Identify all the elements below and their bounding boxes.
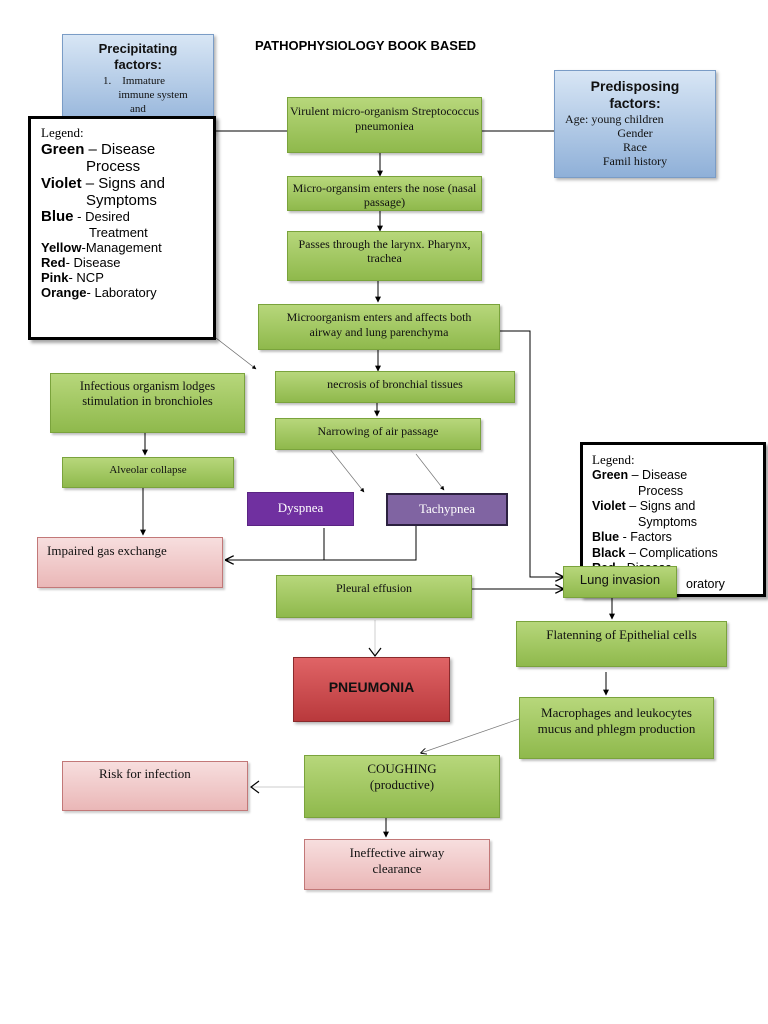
node-larynx: Passes through the larynx. Pharynx, trac…	[287, 231, 482, 281]
legend-right-entry-violet-cont: Symptoms	[638, 514, 698, 529]
node-lung-invasion: Lung invasion	[563, 566, 677, 598]
legend-left-entry-violet: Violet – Signs and	[41, 175, 165, 192]
node-pleural-effusion: Pleural effusion	[276, 575, 472, 618]
predisposing-item-2: Gender	[617, 126, 653, 140]
legend-right-entry-green: Green – Disease	[592, 468, 688, 482]
precipitating-num: 1.	[103, 75, 112, 87]
arrow-dyspnea-to-impaired	[226, 528, 325, 560]
precipitating-list: 1. Immature immune system and	[63, 74, 213, 116]
risk-arrowhead	[250, 780, 260, 794]
legend-left-entry-green-cont: Process	[86, 158, 141, 175]
legend-left-entry-violet-cont: Symptoms	[86, 192, 157, 209]
precipitating-line3: and	[130, 103, 146, 115]
node-macrophages: Macrophages and leukocytes mucus and phl…	[519, 697, 714, 759]
legend-right-entry-blue: Blue - Factors	[592, 530, 672, 544]
node-narrowing: Narrowing of air passage	[275, 418, 481, 450]
legend-left-entry-green: Green – Disease	[41, 141, 156, 158]
legend-left-entry-blue-cont: Treatment	[89, 225, 148, 240]
node-risk-for-infection: Risk for infection	[62, 761, 248, 811]
legend-left-entry-orange: Orange- Laboratory	[41, 285, 157, 300]
legend-left-label: Legend:	[41, 125, 84, 140]
precipitating-heading: Precipitating factors:	[98, 41, 178, 72]
node-enters-nose: Micro-organsim enters the nose (nasal pa…	[287, 176, 482, 211]
legend-left: Legend: Green – Disease Process Violet –…	[28, 116, 216, 340]
predisposing-item-1: Age: young children	[565, 112, 664, 126]
node-airway-parenchyma: Microorganism enters and affects both ai…	[258, 304, 500, 350]
legend-right-entry-green-cont: Process	[638, 483, 684, 498]
legend-left-entry-pink: Pink- NCP	[41, 270, 104, 285]
legend-left-entry-blue: Blue - Desired	[41, 208, 130, 225]
legend-left-entry-yellow: Yellow-Management	[41, 240, 162, 255]
precipitating-line2: immune system	[118, 89, 188, 101]
precipitating-line1: Immature	[122, 75, 166, 87]
legend-right-entry-laboratory: oratory	[686, 576, 725, 591]
node-ineffective-airway: Ineffective airway clearance	[304, 839, 490, 890]
node-flatenning: Flatenning of Epithelial cells	[516, 621, 727, 667]
legend-right-label: Legend:	[592, 452, 635, 467]
node-pneumonia: PNEUMONIA	[293, 657, 450, 722]
node-infectious-organism: Infectious organism lodges stimulation i…	[50, 373, 245, 433]
arrow-airway-to-lung-invasion	[500, 330, 563, 577]
pneumonia-arrowhead	[368, 647, 382, 657]
page-title: PATHOPHYSIOLOGY BOOK BASED	[255, 38, 477, 53]
node-alveolar-collapse: Alveolar collapse	[62, 457, 234, 488]
arrow-narrowing-to-tachypnea	[415, 453, 445, 491]
predisposing-item-3: Race	[623, 140, 647, 154]
tachypnea-connector	[324, 526, 417, 561]
legend-right-entry-violet: Violet – Signs and	[592, 499, 696, 513]
arrow-macrophages-to-coughing	[421, 718, 520, 753]
predisposing-factors-box: Predisposing factors: Age: young childre…	[554, 70, 716, 178]
legend-right-entry-black: Black – Complications	[592, 545, 718, 560]
node-virulent-organism: Virulent micro-organism Streptococcus pn…	[287, 97, 482, 153]
node-tachypnea: Tachypnea	[386, 493, 508, 526]
legend-left-entry-red: Red- Disease	[41, 255, 121, 270]
predisposing-item-4: Famil history	[602, 154, 668, 168]
node-impaired-gas-exchange: Impaired gas exchange	[37, 537, 223, 588]
node-dyspnea: Dyspnea	[247, 492, 354, 526]
node-coughing: COUGHING (productive)	[304, 755, 500, 818]
node-necrosis: necrosis of bronchial tissues	[275, 371, 515, 403]
predisposing-heading: Predisposing factors:	[590, 78, 680, 111]
